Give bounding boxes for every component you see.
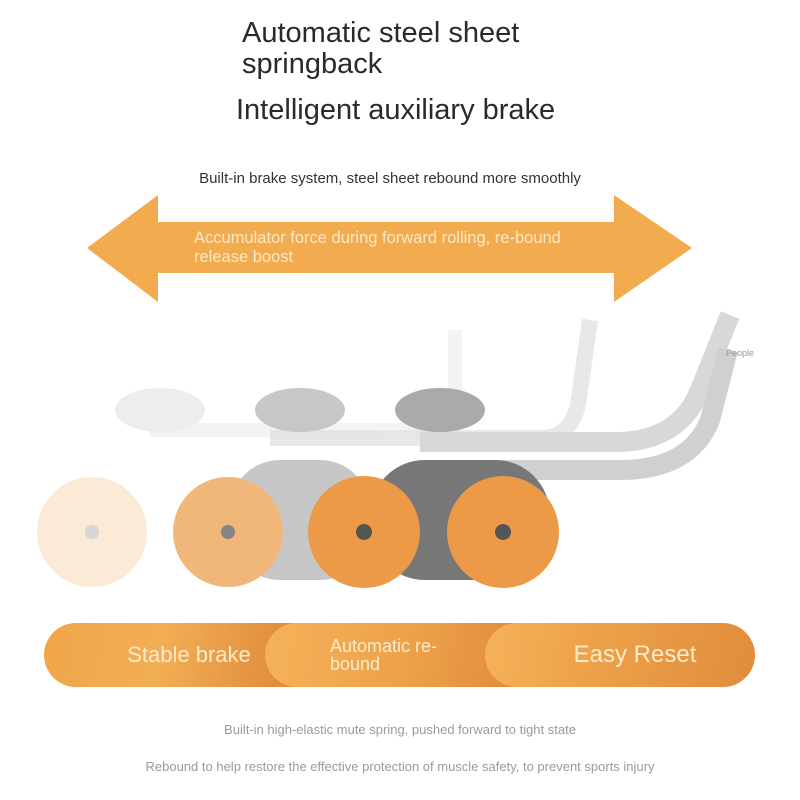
- arrow-caption: Accumulator force during forward rolling…: [194, 229, 561, 266]
- feature-label: Automatic re-bound: [330, 636, 438, 674]
- heading-line-1: Automatic steel sheet: [242, 17, 520, 49]
- roller-front: [308, 311, 740, 588]
- feature-easy-reset: Easy Reset: [485, 623, 755, 687]
- footer-line-1: Built-in high-elastic mute spring, pushe…: [224, 722, 576, 737]
- heading-line-2: springback: [242, 48, 383, 80]
- subtitle: Built-in brake system, steel sheet rebou…: [199, 170, 581, 187]
- feature-label: Stable brake: [127, 642, 251, 667]
- feature-label: Easy Reset: [573, 641, 697, 668]
- heading-title: Automatic steel sheet springback: [242, 18, 562, 80]
- footer-line-2: Rebound to help restore the effective pr…: [145, 759, 655, 774]
- product-label: People: [726, 348, 755, 358]
- heading-line-3: Intelligent auxiliary brake: [236, 94, 556, 126]
